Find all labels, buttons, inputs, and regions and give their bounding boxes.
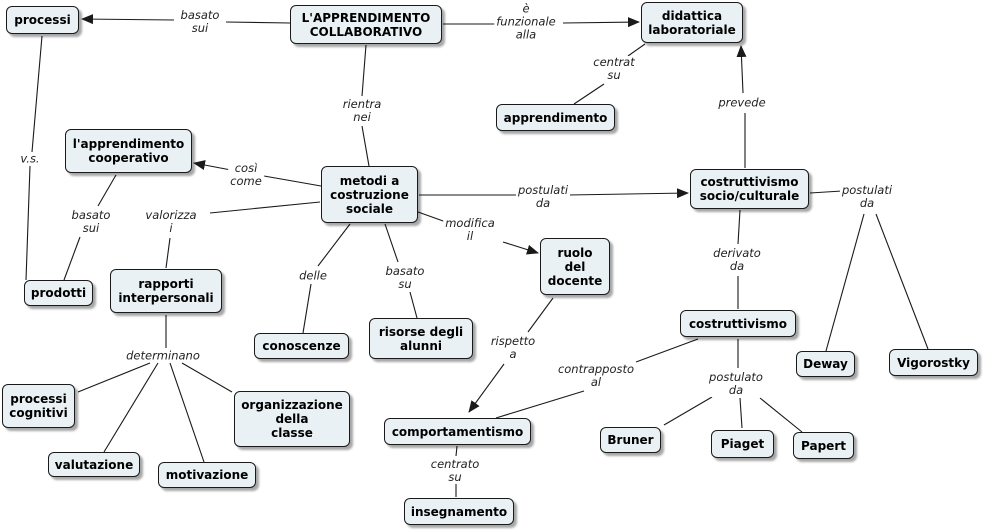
link-label-prevede: prevede — [716, 95, 768, 110]
link-socio-to-derivato — [737, 209, 741, 245]
link-determinano-to-motivazione — [169, 362, 205, 463]
node-organizzazione-classe[interactable]: organizzazione della classe — [234, 391, 350, 447]
link-metodi-to-modifica — [417, 211, 447, 223]
link-vs-to-prodotti — [25, 165, 31, 281]
link-delle-to-conoscenze — [302, 283, 312, 334]
link-basato-sui-to-prodotti — [63, 236, 81, 281]
link-determinano-to-organizzazione — [181, 362, 233, 393]
link-label-basato-sui-top: basato sui — [178, 8, 222, 35]
node-costruttivismo-socio-culturale[interactable]: costruttivismo socio/culturale — [690, 169, 809, 209]
link-label-contrapposto-al: contrapposto al — [555, 362, 637, 389]
link-cosi-come-to-cooperativo — [193, 160, 232, 171]
link-metodi-to-basato-su — [384, 223, 399, 263]
node-processi-cognitivi[interactable]: processi cognitivi — [2, 384, 75, 428]
node-apprendimento-collaborativo[interactable]: L'APPRENDIMENTO COLLABORATIVO — [290, 5, 442, 44]
link-contrapposto-to-comportamentismo — [495, 390, 585, 419]
link-comportamentismo-to-centrato — [455, 445, 458, 457]
link-centrat-to-apprendimento — [573, 83, 605, 105]
link-label-vs: v.s. — [18, 151, 42, 166]
link-label-basato-sui-left: basato sui — [69, 208, 113, 235]
node-vigorostky[interactable]: Vigorostky — [889, 349, 978, 376]
link-valorizza-to-rapporti — [165, 237, 171, 269]
link-postulati-to-socio — [567, 188, 689, 199]
link-label-postulati-da-center: postulati da — [515, 183, 571, 210]
link-determinano-to-cognitivi — [77, 362, 151, 393]
link-label-modifica-il: modifica il — [443, 216, 497, 243]
node-costruttivismo[interactable]: costruttivismo — [680, 310, 796, 337]
node-insegnamento[interactable]: insegnamento — [404, 498, 514, 525]
node-rapporti-interpersonali[interactable]: rapporti interpersonali — [110, 269, 222, 313]
node-apprendimento[interactable]: apprendimento — [496, 104, 615, 131]
link-cooperativo-to-basato-sui — [97, 174, 117, 207]
link-costruttivismo-to-contrapposto — [635, 338, 699, 363]
link-postulato-to-bruner — [663, 396, 713, 426]
link-metodi-to-delle — [317, 223, 351, 267]
node-comportamentismo[interactable]: comportamentismo — [384, 418, 531, 445]
link-label-derivato-da: derivato da — [711, 246, 763, 273]
link-label-valorizza-i: valorizza i — [143, 208, 199, 235]
link-basato-sui-to-processi — [81, 14, 175, 25]
link-processi-to-vs — [31, 35, 43, 153]
link-metodi-to-cosi-come — [263, 175, 322, 187]
link-label-centrato-su: centrato su — [428, 457, 482, 484]
node-prodotti[interactable]: prodotti — [24, 280, 93, 306]
link-label-delle: delle — [297, 268, 329, 283]
node-conoscenze[interactable]: conoscenze — [254, 333, 349, 359]
link-label-rispetto-a: rispetto a — [488, 334, 538, 361]
node-metodi-costruzione-sociale[interactable]: metodi a costruzione sociale — [321, 166, 418, 223]
node-piaget[interactable]: Piaget — [711, 430, 774, 458]
link-label-rientra-nei: rientra nei — [340, 97, 384, 124]
node-bruner[interactable]: Bruner — [600, 427, 661, 453]
link-metodi-to-valorizza — [209, 201, 321, 214]
link-funzionale-to-didattica — [562, 17, 640, 28]
node-apprendimento-cooperativo[interactable]: l'apprendimento cooperativo — [65, 129, 192, 173]
node-motivazione[interactable]: motivazione — [158, 462, 256, 488]
link-label-determinano: determinano — [124, 348, 202, 363]
link-socio-to-postulati-right — [809, 190, 843, 194]
link-label-funzionale: è funzionale alla — [494, 1, 558, 42]
link-prevede-to-didattica — [736, 45, 747, 94]
link-collaborativo-to-basato-sui — [225, 21, 291, 24]
node-valutazione[interactable]: valutazione — [48, 452, 140, 477]
node-ruolo-docente[interactable]: ruolo del docente — [540, 238, 610, 295]
node-processi[interactable]: processi — [6, 6, 79, 34]
link-label-postulati-da-right: postulati da — [839, 183, 895, 210]
link-modifica-to-ruolo — [502, 241, 539, 255]
node-papert[interactable]: Papert — [793, 432, 854, 459]
link-label-postulato-da: postulato da — [707, 370, 765, 397]
link-label-centrat-su: centrat su — [591, 55, 637, 82]
link-postulato-to-piaget — [739, 397, 743, 429]
link-postulati-to-vigorostky — [875, 213, 929, 350]
link-ruolo-to-rispetto — [527, 297, 554, 333]
link-basato-su-to-risorse — [409, 291, 418, 319]
link-didattica-to-centrat — [627, 43, 646, 57]
node-risorse-alunni[interactable]: risorse degli alunni — [369, 318, 473, 359]
link-label-cosi-come: così come — [228, 161, 264, 188]
link-rispetto-to-comportamentismo — [468, 363, 505, 413]
link-determinano-to-valutazione — [103, 362, 159, 453]
link-postulati-to-deway — [825, 213, 865, 352]
link-collaborativo-to-rientra — [361, 44, 367, 97]
link-label-basato-su: basato su — [383, 264, 427, 291]
link-postulato-to-papert — [759, 397, 803, 433]
link-rientra-to-metodi — [361, 125, 370, 167]
node-didattica-laboratoriale[interactable]: didattica laboratoriale — [641, 2, 743, 43]
node-deway[interactable]: Deway — [796, 351, 855, 377]
